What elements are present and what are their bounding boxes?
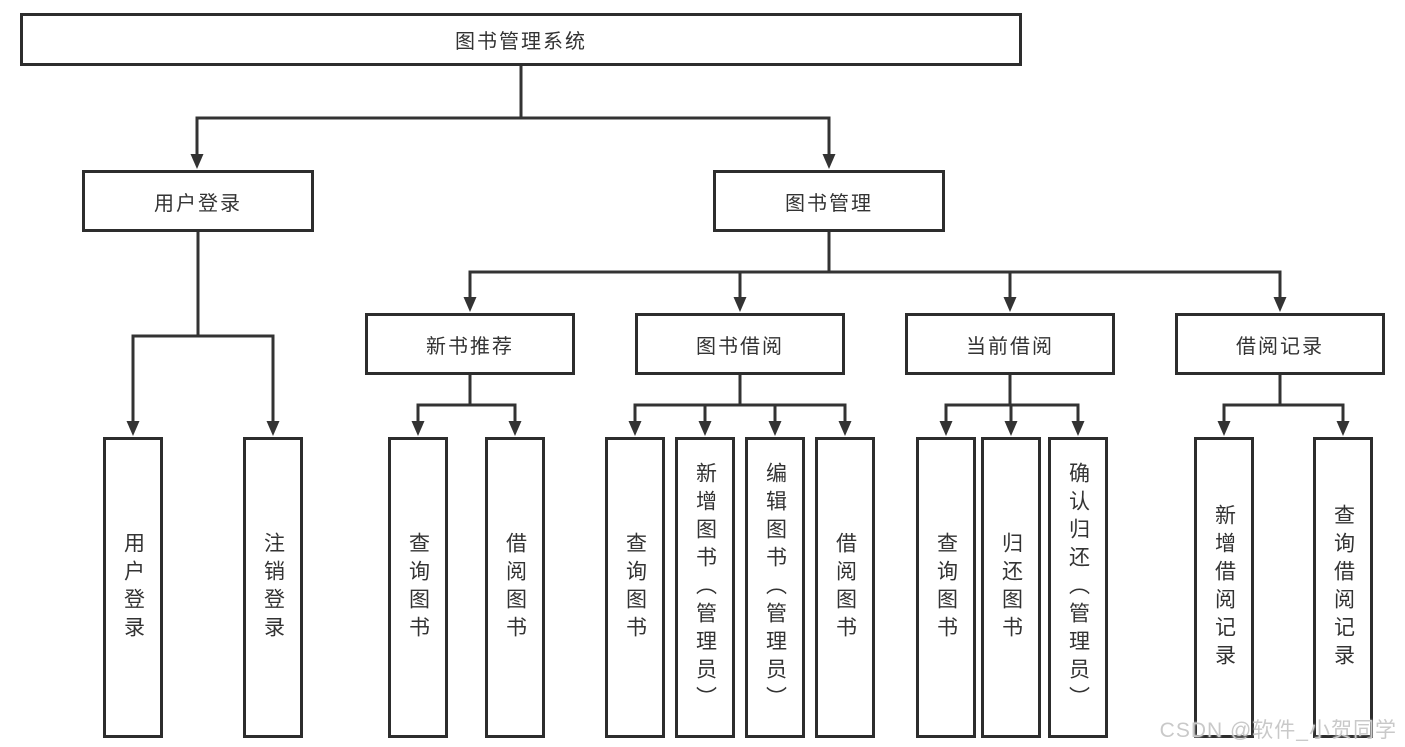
leaf-logout-label: 注销登录 xyxy=(261,531,285,644)
leaf-record-query-label: 查询借阅记录 xyxy=(1331,503,1355,672)
leaf-borrow-book: 借阅图书 xyxy=(815,437,875,738)
leaf-borrow-add-label: 新增图书（管理员） xyxy=(693,461,717,714)
node-root: 图书管理系统 xyxy=(20,13,1022,66)
node-book-management-label: 图书管理 xyxy=(785,192,873,215)
node-root-label: 图书管理系统 xyxy=(455,31,587,53)
leaf-record-add: 新增借阅记录 xyxy=(1194,437,1254,738)
leaf-record-query: 查询借阅记录 xyxy=(1313,437,1373,738)
arrowheads xyxy=(126,154,1350,436)
leaf-user-login-label: 用户登录 xyxy=(121,531,145,644)
node-book-management: 图书管理 xyxy=(713,170,945,232)
leaf-current-return-label: 归还图书 xyxy=(999,531,1023,644)
watermark-text: CSDN @软件_小贺同学 xyxy=(1159,719,1397,742)
leaf-current-query: 查询图书 xyxy=(916,437,976,738)
leaf-current-query-label: 查询图书 xyxy=(934,531,958,644)
node-borrow-record: 借阅记录 xyxy=(1175,313,1385,375)
leaf-current-confirm-return: 确认归还（管理员） xyxy=(1048,437,1108,738)
leaf-user-login: 用户登录 xyxy=(103,437,163,738)
leaf-borrow-book-label: 借阅图书 xyxy=(833,531,857,644)
node-book-borrow-label: 图书借阅 xyxy=(696,335,784,358)
node-current-borrow-label: 当前借阅 xyxy=(966,335,1054,358)
leaf-logout: 注销登录 xyxy=(243,437,303,738)
leaf-borrow-edit-label: 编辑图书（管理员） xyxy=(763,461,787,714)
leaf-current-return: 归还图书 xyxy=(981,437,1041,738)
node-new-book-recommend-label: 新书推荐 xyxy=(426,335,514,358)
node-book-borrow: 图书借阅 xyxy=(635,313,845,375)
node-user-login: 用户登录 xyxy=(82,170,314,232)
node-borrow-record-label: 借阅记录 xyxy=(1236,335,1324,358)
node-user-login-label: 用户登录 xyxy=(154,192,242,215)
leaf-borrow-add: 新增图书（管理员） xyxy=(675,437,735,738)
leaf-newbook-borrow-label: 借阅图书 xyxy=(503,531,527,644)
leaf-borrow-query-label: 查询图书 xyxy=(623,531,647,644)
leaf-borrow-query: 查询图书 xyxy=(605,437,665,738)
leaf-current-confirm-return-label: 确认归还（管理员） xyxy=(1066,461,1090,714)
node-current-borrow: 当前借阅 xyxy=(905,313,1115,375)
leaf-borrow-edit: 编辑图书（管理员） xyxy=(745,437,805,738)
leaf-newbook-borrow: 借阅图书 xyxy=(485,437,545,738)
leaf-record-add-label: 新增借阅记录 xyxy=(1212,503,1236,672)
node-new-book-recommend: 新书推荐 xyxy=(365,313,575,375)
leaf-newbook-query-label: 查询图书 xyxy=(406,531,430,644)
leaf-newbook-query: 查询图书 xyxy=(388,437,448,738)
